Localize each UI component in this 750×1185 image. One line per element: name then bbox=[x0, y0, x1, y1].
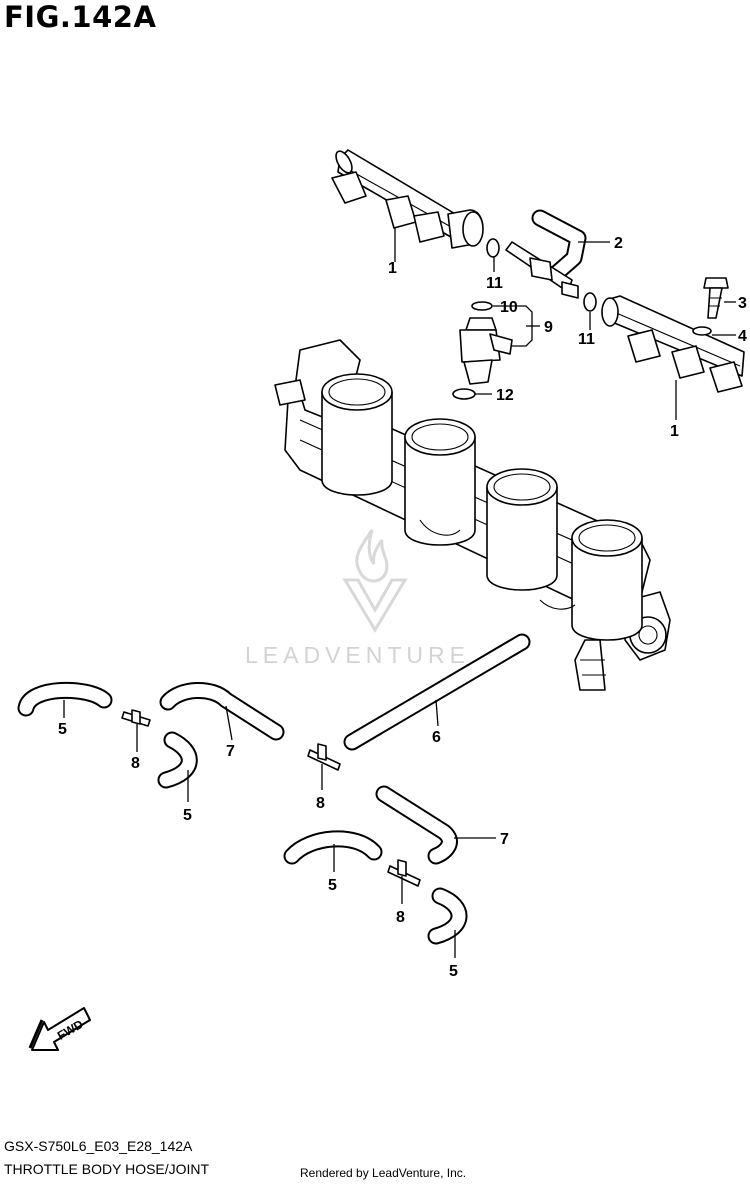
callout-hose-7-b: 7 bbox=[500, 831, 509, 848]
callout-fuel-pipe: 2 bbox=[614, 235, 623, 252]
callout-bolt: 3 bbox=[738, 295, 747, 312]
hose-5-d bbox=[427, 887, 468, 945]
o-ring-right bbox=[583, 292, 597, 312]
hose-7-a bbox=[159, 681, 285, 741]
fuel-pipe bbox=[505, 209, 587, 299]
hose-5-b bbox=[157, 731, 198, 789]
callout-fuel-rail-left: 1 bbox=[388, 260, 397, 277]
figure-title: FIG.142A bbox=[4, 0, 157, 34]
leader-lines bbox=[63, 228, 736, 958]
bolt bbox=[703, 277, 729, 319]
flame-v-logo-icon bbox=[342, 529, 408, 633]
callout-hose-5-d: 5 bbox=[449, 963, 458, 980]
callout-joint-8-b: 8 bbox=[316, 795, 325, 812]
callout-cushion: 10 bbox=[500, 299, 518, 316]
callout-hose-5-a: 5 bbox=[58, 721, 67, 738]
joint-8-c bbox=[387, 859, 421, 887]
throttle-body-assembly bbox=[274, 339, 671, 691]
model-code: GSX-S750L6_E03_E28_142A bbox=[4, 1138, 193, 1154]
callout-o-ring-right: 11 bbox=[578, 331, 595, 348]
fuel-injector bbox=[459, 317, 513, 385]
render-credit: Rendered by LeadVenture, Inc. bbox=[300, 1166, 467, 1180]
callout-washer: 4 bbox=[738, 328, 747, 345]
callout-joint-8-c: 8 bbox=[396, 909, 405, 926]
hose-5-c bbox=[283, 830, 383, 865]
callout-seal: 12 bbox=[496, 387, 514, 404]
hose-7-b bbox=[375, 785, 458, 865]
joint-8-b bbox=[307, 743, 341, 771]
callout-hose-6: 6 bbox=[432, 729, 441, 746]
cushion bbox=[471, 301, 493, 311]
figure-subtitle: THROTTLE BODY HOSE/JOINT bbox=[4, 1161, 210, 1177]
joint-8-a bbox=[121, 709, 151, 727]
callout-fuel-rail-right: 1 bbox=[670, 423, 679, 440]
callout-hose-5-b: 5 bbox=[183, 807, 192, 824]
washer bbox=[692, 326, 712, 336]
callout-o-ring-left: 11 bbox=[486, 275, 503, 292]
fuel-rail-right bbox=[601, 295, 745, 393]
callout-joint-8-a: 8 bbox=[131, 755, 140, 772]
hose-5-a bbox=[17, 681, 113, 717]
callout-injector: 9 bbox=[544, 319, 553, 336]
seal bbox=[452, 388, 476, 400]
fuel-rail-left bbox=[331, 149, 484, 249]
fwd-arrow-icon: FWD bbox=[28, 1007, 91, 1051]
callout-hose-5-c: 5 bbox=[328, 877, 337, 894]
callout-hose-7-a: 7 bbox=[226, 743, 235, 760]
hose-6 bbox=[343, 633, 531, 751]
watermark-text: LEADVENTURE bbox=[245, 642, 470, 668]
o-ring-left bbox=[486, 238, 500, 258]
